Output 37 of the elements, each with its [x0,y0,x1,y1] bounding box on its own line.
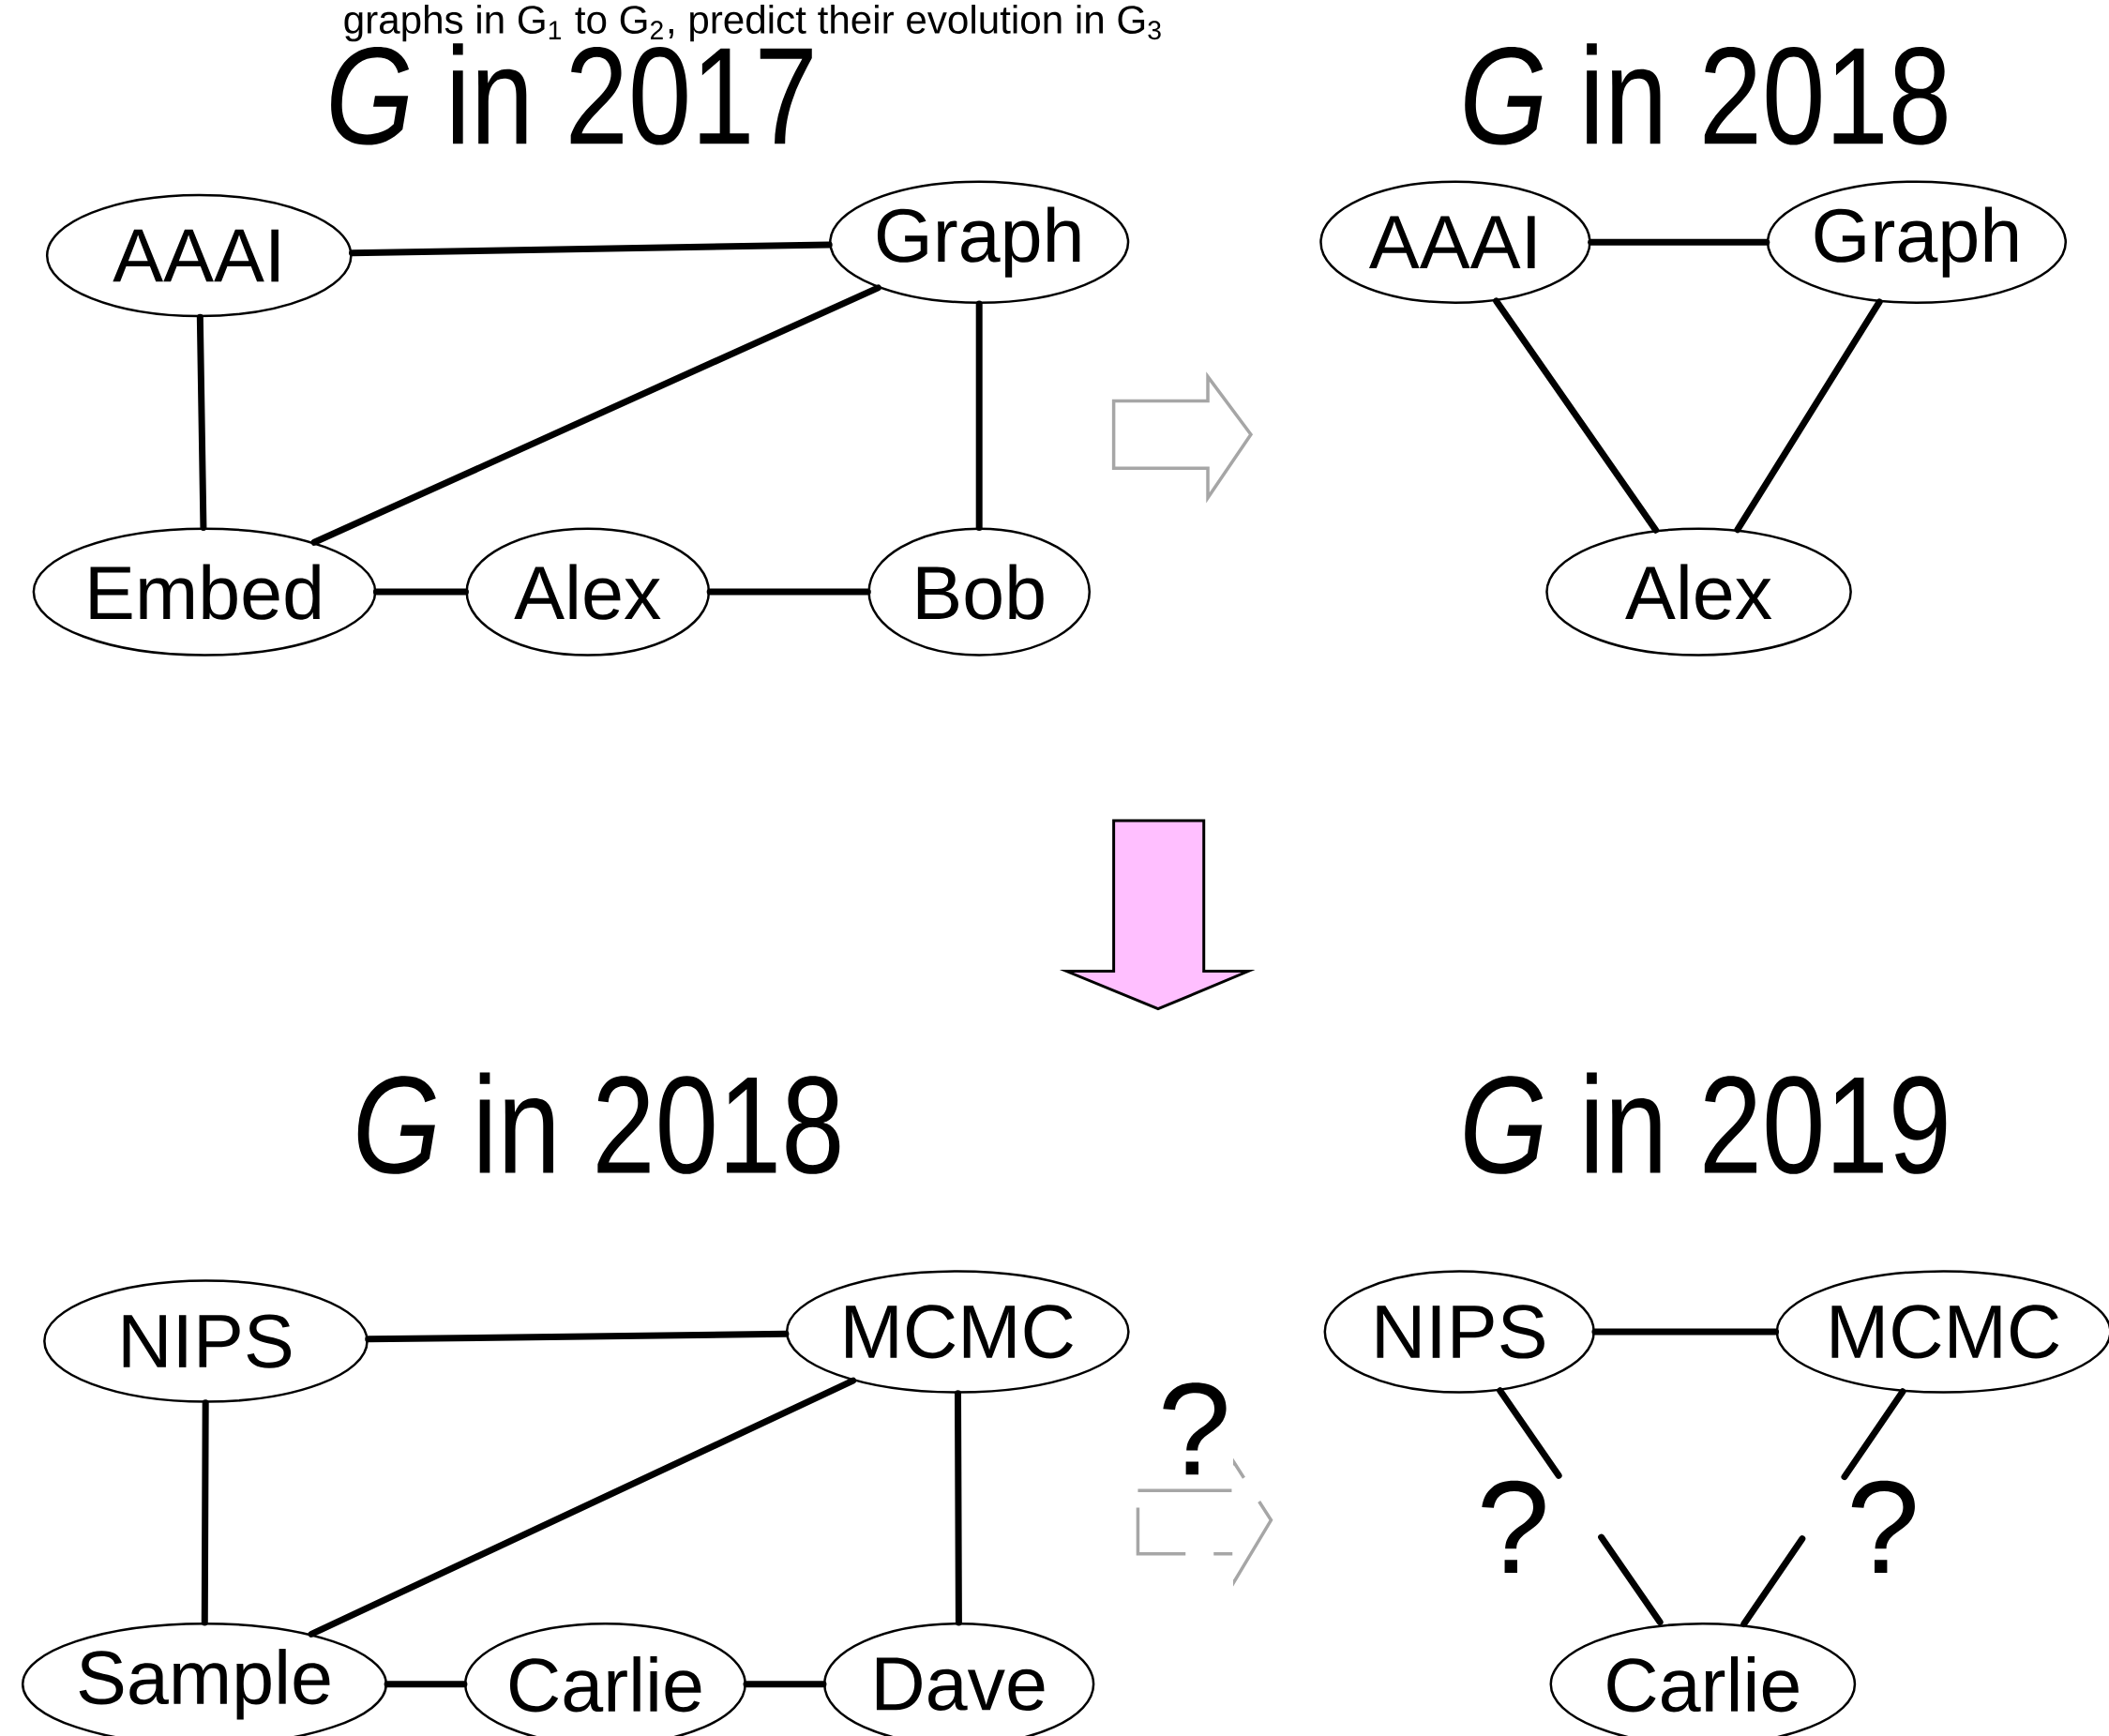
edge-line [955,1390,962,1626]
edge-line [1740,1388,1906,1628]
edge-line [365,1330,790,1343]
edge-label: ? [1482,1480,1545,1574]
edge-line [201,1399,209,1626]
ellipse-node: Embed [32,527,377,657]
edge-label: ? [1851,1480,1915,1574]
panel-title: G in 2018 [1465,43,1947,145]
edge-line [348,241,833,257]
edge-line [1588,238,1770,246]
edge-line [743,1681,827,1688]
panel-title: G in 2019 [1465,1072,1947,1174]
ellipse-node: Alex [1545,527,1852,657]
edge-line [1591,1328,1780,1336]
question-mark: ? [1163,1382,1227,1475]
ellipse-node: AAAI [45,193,353,318]
edge-line [372,588,469,596]
edge-line [975,300,983,531]
ellipse-node: NIPS [1323,1270,1595,1394]
ellipse-node: Alex [465,527,711,657]
panel-title: G in 2017 [331,43,812,145]
panel-title: G in 2018 [357,1072,840,1174]
edge-line [1493,297,1660,534]
edge-line [196,313,207,531]
edge-line [1734,298,1883,534]
edge-line [310,284,881,546]
caption-text: graphs in G$_{1}$ to G$_{2}$, predict their evolution in G$_{3}$ [344,5,1161,42]
ellipse-node: MCMC [785,1270,1130,1394]
edge-line [384,1681,468,1688]
edge-line [308,1377,857,1638]
edge-line [706,588,871,596]
ellipse-node: Graph [829,180,1130,304]
ellipse-node: AAAI [1319,180,1591,304]
ellipse-node: Graph [1766,180,2068,304]
ellipse-node: NIPS [43,1279,369,1403]
edge-line [1497,1387,1665,1628]
ellipse-node: Bob [867,527,1092,657]
